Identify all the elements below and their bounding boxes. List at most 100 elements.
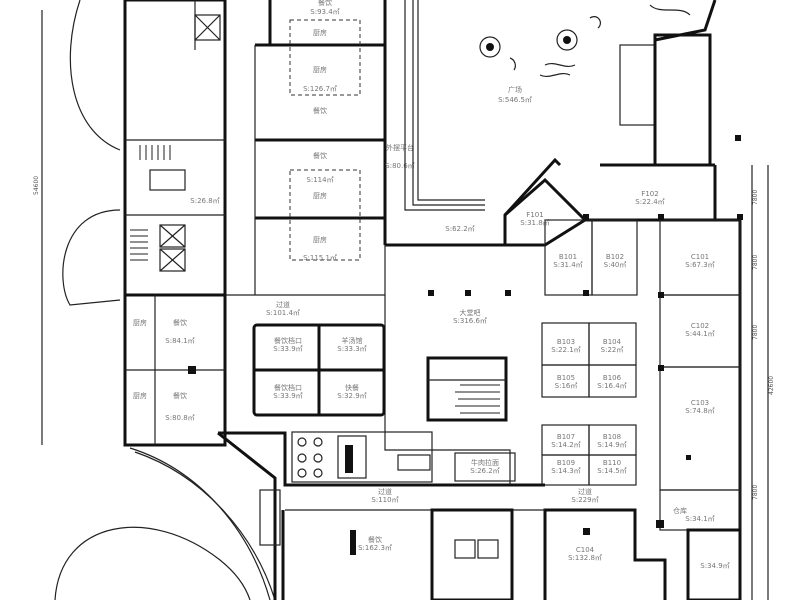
- room-label: B101: [559, 253, 577, 261]
- room-label: 过道: [578, 487, 592, 496]
- room-area: S:14.9㎡: [597, 441, 626, 449]
- room-label: 快餐: [345, 383, 359, 392]
- room-area: S:22.4㎡: [635, 198, 664, 206]
- escalator-icon: [426, 356, 508, 422]
- room-area: S:31.4㎡: [553, 261, 582, 269]
- room-label: 餐饮: [368, 535, 382, 544]
- west-service-core: S:26.8㎡: [123, 0, 227, 297]
- room-label: 42600: [768, 376, 775, 395]
- room-area: S:93.4㎡: [310, 8, 339, 16]
- room-area: S:80.6㎡: [385, 162, 414, 170]
- dining-table: [337, 435, 367, 479]
- dining-table: [149, 169, 186, 191]
- room-area: S:33.3㎡: [337, 345, 366, 353]
- room-label: 餐饮档口: [274, 383, 302, 392]
- room-area: S:62.2㎡: [445, 225, 474, 233]
- room-area: S:14.2㎡: [551, 441, 580, 449]
- elevator-icon: [159, 224, 186, 248]
- room-area: S:34.9㎡: [700, 562, 729, 570]
- elevator-icon: [477, 539, 499, 559]
- room-area: S:110㎡: [371, 496, 398, 504]
- south-block: 过道 S:110㎡ 餐饮 S:162.3㎡: [217, 431, 545, 600]
- room-label: F101: [526, 211, 543, 219]
- room-label: B104: [603, 338, 622, 346]
- stair-icon: [619, 44, 656, 126]
- room-area: S:316.6㎡: [453, 317, 487, 325]
- room-label: C101: [691, 253, 709, 261]
- room-label: 餐饮: [173, 318, 187, 327]
- room-area: S:26.8㎡: [190, 197, 219, 205]
- room-area: S:74.8㎡: [685, 407, 714, 415]
- room-label: 仓库: [673, 506, 687, 515]
- room-name: 厨房: [313, 28, 327, 37]
- room-area: S:22㎡: [601, 346, 624, 354]
- stair-icon: [259, 489, 281, 546]
- plaza: 广场 S:546.5㎡ S:62.2㎡: [385, 0, 717, 247]
- room-label: B108: [603, 433, 621, 441]
- room-area: S:44.1㎡: [685, 330, 714, 338]
- room-label: 羊汤馆: [342, 336, 363, 345]
- room-label: F102: [641, 190, 658, 198]
- west-restaurants: 厨房 餐饮 S:84.1㎡ 厨房 餐饮 S:80.8㎡: [123, 293, 227, 447]
- room-label: C103: [691, 399, 709, 407]
- room-label: B103: [557, 338, 575, 346]
- site-landscape: [41, 0, 769, 600]
- room-label: 7800: [752, 255, 759, 270]
- room-label: 大堂吧: [460, 308, 481, 317]
- room-label: C102: [691, 322, 709, 330]
- room-area: S:67.3㎡: [685, 261, 714, 269]
- room-area: S:26.2㎡: [470, 467, 499, 475]
- room-name: 厨房: [313, 235, 327, 244]
- room-area: S:132.8㎡: [568, 554, 602, 562]
- room-name: 厨房: [313, 191, 327, 200]
- room-label: 过道: [378, 487, 392, 496]
- room-area: S:14.5㎡: [597, 467, 626, 475]
- room-area: S:126.7㎡: [303, 85, 337, 93]
- room-area: S:115.1㎡: [303, 254, 337, 262]
- room-label: 餐饮档口: [274, 336, 302, 345]
- room-label: 餐饮: [173, 391, 187, 400]
- central-stalls: 过道 S:101.4㎡ 餐饮档口 S:33.9㎡ 羊汤馆 S:33.3㎡ 餐饮档…: [225, 294, 433, 483]
- room-label: 厨房: [133, 391, 147, 400]
- room-area: S:84.1㎡: [165, 337, 194, 345]
- room-label: B105: [557, 374, 575, 382]
- room-label: B107: [557, 433, 575, 441]
- room-label: B102: [606, 253, 624, 261]
- dining-table: [397, 454, 431, 471]
- room-label: 牛肉拉面: [471, 458, 499, 467]
- room-label: 过道: [276, 300, 290, 309]
- room-label: 7800: [752, 485, 759, 500]
- room-label: 厨房: [133, 318, 147, 327]
- room-area: S:22.1㎡: [551, 346, 580, 354]
- room-area: S:101.4㎡: [266, 309, 300, 317]
- room-label: B109: [557, 459, 575, 467]
- seating-area: [291, 431, 433, 483]
- room-name: 广场: [508, 85, 522, 94]
- room-name: 餐饮: [318, 0, 332, 7]
- room-name: 外摆平台: [386, 143, 414, 152]
- room-area: S:114㎡: [306, 176, 333, 184]
- room-name: 餐饮: [313, 106, 327, 115]
- room-area: S:229㎡: [571, 496, 598, 504]
- elevator-icon: [159, 248, 186, 272]
- east-shops: F101 S:31.8㎡ F102 S:22.4㎡ B101 S:31.4㎡ B…: [504, 135, 743, 600]
- room-area: S:80.8㎡: [165, 414, 194, 422]
- north-restaurants: 餐饮 S:93.4㎡ 厨房 厨房 S:126.7㎡ 餐饮 餐饮 S:114㎡ 厨…: [254, 0, 415, 295]
- room-label: C104: [576, 546, 595, 554]
- room-label: 54600: [33, 176, 40, 195]
- fountain-icon: [479, 36, 501, 58]
- elevator-icon: [454, 539, 476, 559]
- room-area: S:33.9㎡: [273, 392, 302, 400]
- room-area: S:546.5㎡: [498, 96, 532, 104]
- dimension-labels: 42600 7800 7800 7800 7800 54600: [33, 176, 775, 500]
- room-area: S:162.3㎡: [358, 544, 392, 552]
- room-area: S:31.8㎡: [520, 219, 549, 227]
- room-label: B110: [603, 459, 621, 467]
- room-label: B106: [603, 374, 622, 382]
- room-area: S:14.3㎡: [551, 467, 580, 475]
- room-name: 餐饮: [313, 151, 327, 160]
- room-area: S:16.4㎡: [597, 382, 626, 390]
- room-area: S:33.9㎡: [273, 345, 302, 353]
- room-area: S:16㎡: [555, 382, 578, 390]
